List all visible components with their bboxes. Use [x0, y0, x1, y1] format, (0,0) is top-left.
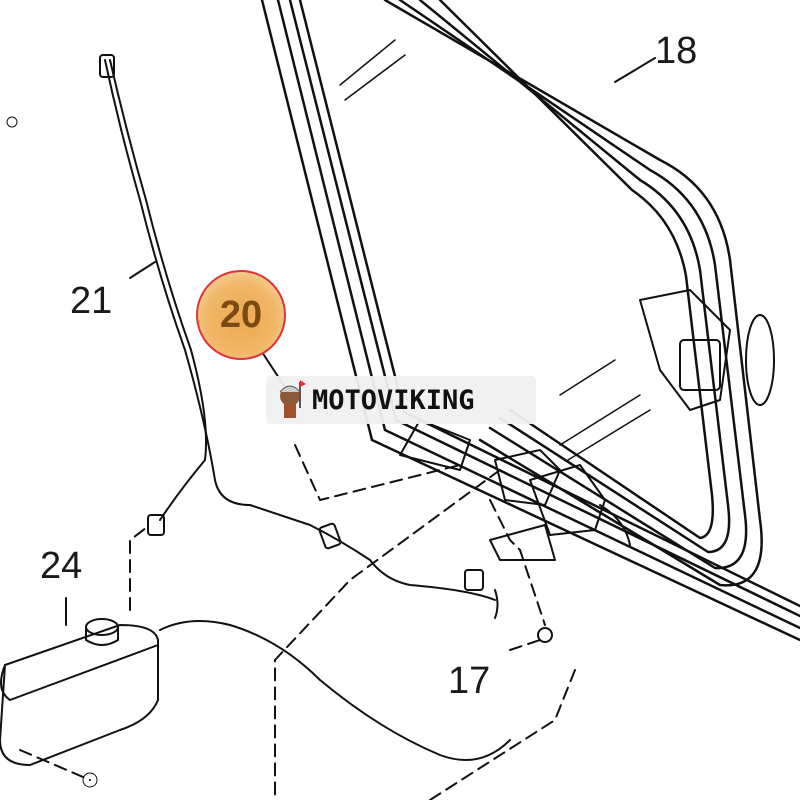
- callout-20: 20: [219, 293, 263, 336]
- highlighted-callout-20[interactable]: 20: [196, 270, 286, 360]
- wiper-motor: [399, 419, 631, 643]
- callout-21: 21: [70, 280, 113, 322]
- washer-reservoir: [0, 618, 159, 766]
- washer-hose: [99, 54, 511, 761]
- callout-24: 24: [40, 545, 83, 587]
- window-frame: [383, 0, 763, 587]
- viking-mascot-icon: [279, 380, 306, 418]
- callout-18: 18: [655, 30, 698, 72]
- nut-icon: [82, 772, 98, 788]
- assembly-lines: [19, 444, 576, 800]
- callout-17: 17: [448, 660, 491, 702]
- watermark-logo: MOTOVIKING: [266, 376, 536, 424]
- leader-21: [129, 261, 156, 279]
- door-latch: [639, 289, 775, 411]
- leader-18: [614, 57, 656, 83]
- watermark-text: MOTOVIKING: [312, 384, 475, 416]
- glass-reflection-lines: [339, 39, 651, 461]
- bolt-icon: [6, 116, 18, 128]
